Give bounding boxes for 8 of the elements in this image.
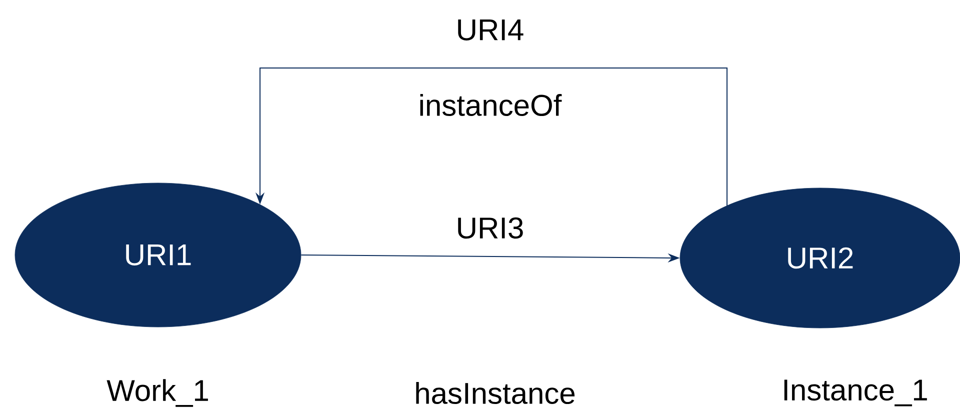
node-caption: Instance_1 (784, 380, 927, 406)
node-caption: Work_1 (106, 379, 208, 407)
edge-label: URI4 (458, 20, 524, 40)
label: instanceOf (420, 94, 562, 116)
ellipse-node: URI2 (680, 188, 960, 328)
ellipse-node: URI1 (14, 182, 302, 328)
edge-label: URI3 (458, 217, 523, 239)
label: hasInstance (416, 382, 575, 404)
